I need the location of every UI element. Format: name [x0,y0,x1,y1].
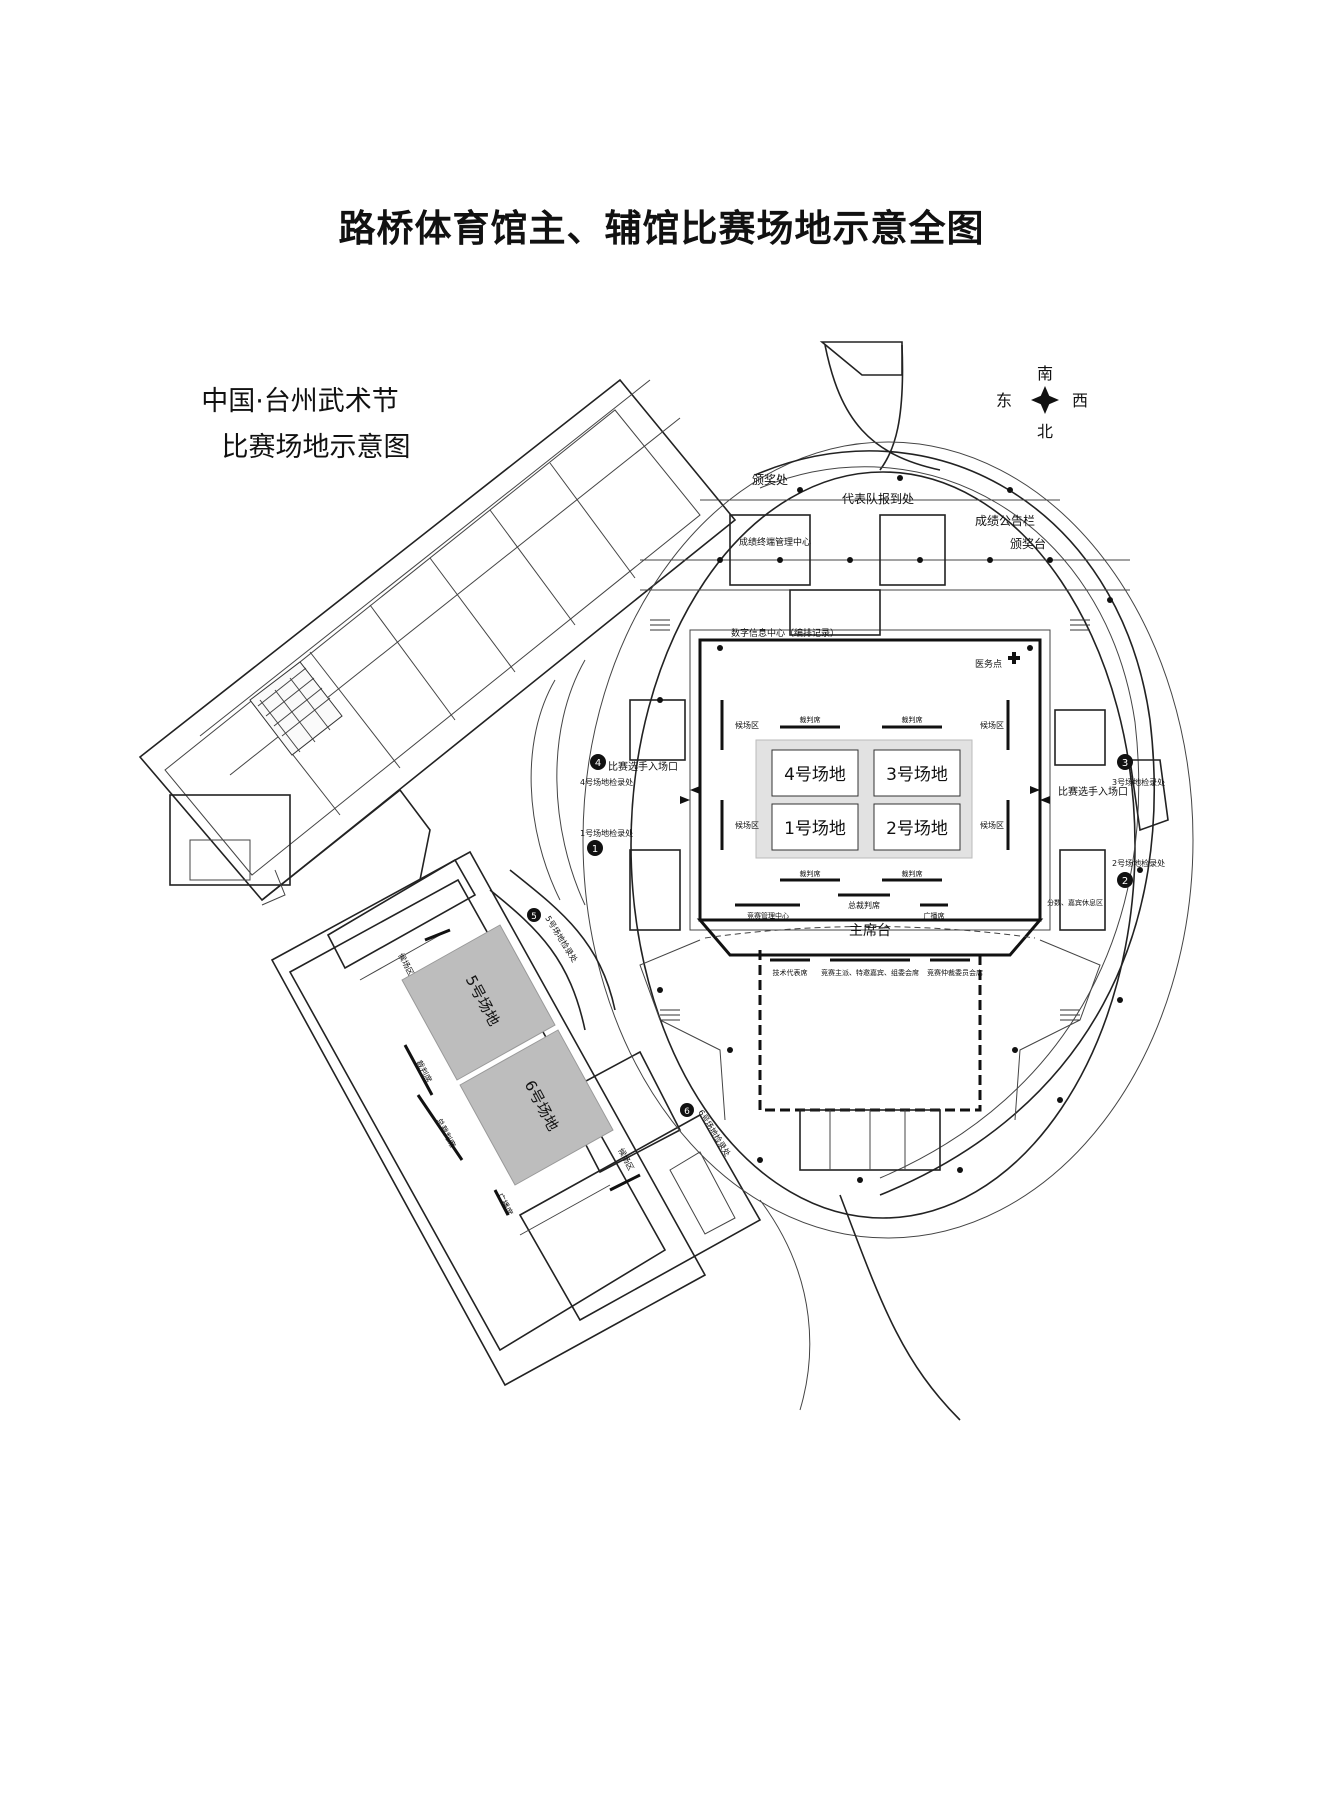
jury-label: 竞赛仲裁委员会席 [927,968,983,977]
marker-1-number: 1 [592,844,598,855]
main-competition-pad: 4号场地 3号场地 1号场地 2号场地 裁判席 裁判席 裁判席 裁判席 候场区 … [704,652,1036,977]
warmup-label-left-bottom: 候场区 [735,821,759,830]
checkpoint-marker-5: 5 5号场地检录处 [527,908,580,964]
checkpoint-marker-3: 3 3号场地检录处 [1112,754,1165,787]
main-arena [582,341,1194,1421]
court-6-mat [459,1029,614,1186]
tech-delegate-label: 技术代表席 [773,968,808,977]
court-5: 5号场地 [401,924,556,1081]
checkpoint-marker-2: 2 2号场地检录处 [1112,858,1165,888]
page-title: 路桥体育馆主、辅馆比赛场地示意全图 [338,207,985,250]
compass-north-label: 北 [1037,422,1053,441]
auxiliary-hall: 5号场地 6号场地 裁判席 总裁判席 广播席 候场区 候场区 [270,850,762,1387]
referee-label-top-right: 裁判席 [902,715,923,724]
checkpoint-5-label: 5号场地检录处 [543,914,580,964]
vip-guests-label: 竞赛主派、特邀嘉宾、组委会席 [821,968,919,977]
athlete-entrance-left-label: 比赛选手入场口 [608,760,678,773]
aux-broadcast-label: 广播席 [495,1191,515,1217]
checkpoint-marker-6: 6 6号场地检录处 [680,1103,733,1158]
svg-text:比赛选手入场口: 比赛选手入场口 [608,760,678,773]
results-terminal-label: 成绩终端管理中心 [739,536,811,548]
compass-west-label: 西 [1072,391,1088,410]
athlete-entrance-right: 比赛选手入场口 [1030,785,1128,804]
podium-label: 颁奖台 [1010,536,1046,551]
map-title-line2: 比赛场地示意图 [222,432,411,463]
court-5-mat [401,924,556,1081]
data-center-label: 数字信息中心（编排记录） [731,627,839,639]
athlete-entrance-right-label: 比赛选手入场口 [1058,785,1128,798]
court-2-mat [873,803,961,851]
court-6: 6号场地 [459,1029,614,1186]
medical-label: 医务点 [975,658,1002,670]
court-1-label: 1号场地 [784,819,846,839]
court-4-mat [771,749,859,797]
court-3: 3号场地 [873,749,961,797]
checkpoint-3-label: 3号场地检录处 [1112,777,1165,787]
checkpoint-1-label: 1号场地检录处 [580,828,633,838]
checkpoint-2-label: 2号场地检录处 [1112,858,1165,868]
compass-east-label: 东 [996,391,1012,410]
aux-chief-judge-label: 总裁判席 [434,1116,458,1149]
compass-rose-icon: 南 北 东 西 [996,364,1088,441]
chief-judge-label: 总裁判席 [848,900,880,910]
court-4: 4号场地 [771,749,859,797]
checkpoint-4-label: 4号场地检录处 [580,777,633,787]
marker-5-number: 5 [531,912,537,922]
referee-label-bottom-right: 裁判席 [902,869,923,878]
compass-south-label: 南 [1037,364,1053,383]
team-registration-label: 代表队报到处 [842,491,914,506]
athlete-entrance-left: 比赛选手入场口 [608,760,700,804]
court-1: 1号场地 [771,803,859,851]
awards-office-label: 颁奖处 [752,472,788,487]
results-board-label: 成绩公告栏 [975,513,1035,528]
court-2: 2号场地 [873,803,961,851]
referee-label-top-left: 裁判席 [800,715,821,724]
court-5-warmup-label: 候场区 [396,952,415,977]
court-5-referee-label: 裁判席 [414,1058,434,1084]
map-title-line1: 中国·台州武术节 [201,386,399,417]
left-wing-building [138,378,737,906]
warmup-label-left-top: 候场区 [735,721,759,730]
marker-6-number: 6 [684,1107,690,1117]
medical-cross-icon [1008,652,1020,664]
checkpoint-marker-1: 1 1号场地检录处 [580,828,633,856]
seating-block [249,661,343,756]
checkpoint-marker-4: 4 4号场地检录处 [580,754,633,787]
court-1-mat [771,803,859,851]
checkpoint-6-label: 6号场地检录处 [696,1108,733,1158]
marker-2-number: 2 [1122,876,1128,887]
court-3-label: 3号场地 [886,765,948,785]
warmup-label-right-top: 候场区 [980,721,1004,730]
marker-3-number: 3 [1122,758,1128,769]
warmup-label-right-bottom: 候场区 [980,821,1004,830]
broadcast-label: 广播席 [924,911,945,920]
court-3-mat [873,749,961,797]
court-2-label: 2号场地 [886,819,948,839]
competition-mgmt-label: 竞赛管理中心 [747,911,789,920]
referee-label-bottom-left: 裁判席 [800,869,821,878]
main-stand-label: 主席台 [849,923,891,939]
score-zone-label: 分数、嘉宾休息区 [1047,898,1103,907]
marker-4-number: 4 [595,758,601,769]
court-4-label: 4号场地 [784,765,846,785]
